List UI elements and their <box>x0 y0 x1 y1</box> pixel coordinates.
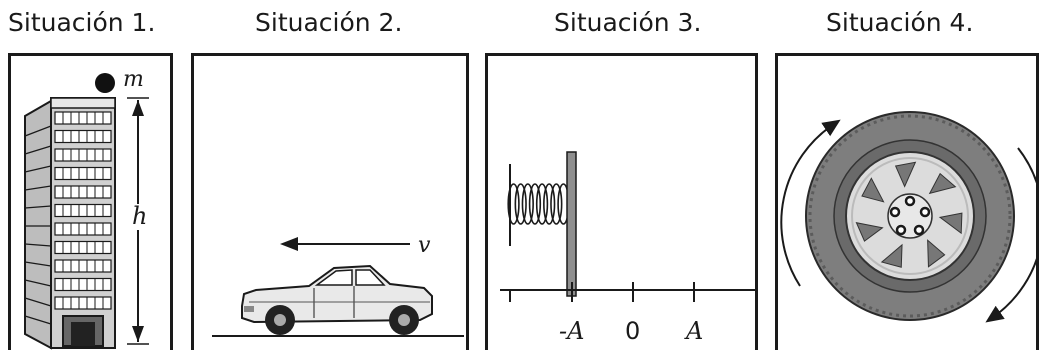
rotation-arrow-left <box>780 119 841 287</box>
tick-label-pos-a: A <box>684 317 703 345</box>
wheel-diagram <box>780 111 1036 323</box>
mass-label: m <box>123 67 144 92</box>
car-diagram: v <box>212 233 464 337</box>
panel-situacion-4 <box>775 53 1039 350</box>
title-situacion-4: Situación 4. <box>826 8 974 37</box>
tick-label-neg-a: -A <box>559 317 584 345</box>
panel-situacion-3: -A 0 A <box>485 53 758 350</box>
building-side <box>24 99 52 350</box>
spring-diagram: -A 0 A <box>500 151 755 345</box>
panel-situacion-2: v <box>191 53 469 350</box>
spring <box>507 183 570 225</box>
lug-nuts <box>889 195 931 236</box>
car <box>241 264 433 335</box>
building-diagram: m h <box>24 67 150 350</box>
rotation-arrow-right <box>985 147 1036 323</box>
title-situacion-3: Situación 3. <box>554 8 702 37</box>
mass-ball <box>95 73 115 93</box>
tick-label-zero: 0 <box>625 317 640 345</box>
block <box>566 151 577 297</box>
title-situacion-1: Situación 1. <box>8 8 156 37</box>
rim-slots <box>855 161 963 268</box>
building-windows <box>54 111 112 310</box>
title-situacion-2: Situación 2. <box>255 8 403 37</box>
velocity-label: v <box>418 233 431 258</box>
panel-situacion-1: m h <box>8 53 173 350</box>
height-label: h <box>132 202 147 230</box>
